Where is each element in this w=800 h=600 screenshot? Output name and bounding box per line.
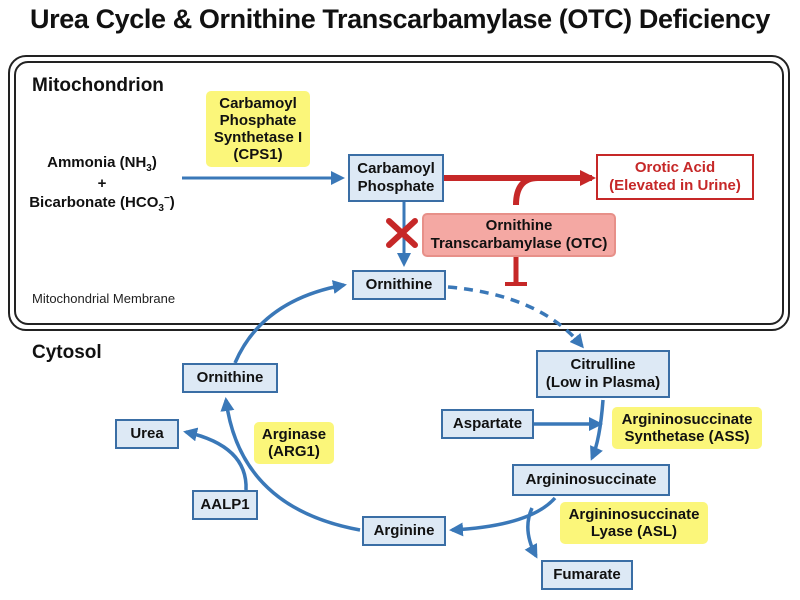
- enzyme-arg1: Arginase (ARG1): [254, 422, 334, 464]
- enzyme-cps1: Carbamoyl Phosphate Synthetase I (CPS1): [206, 91, 310, 167]
- node-carbamoyl-phosphate: Carbamoyl Phosphate: [348, 154, 444, 202]
- node-arginine: Arginine: [362, 516, 446, 546]
- enzyme-ass: Argininosuccinate Synthetase (ASS): [612, 407, 762, 449]
- node-ornithine-mitochondrial: Ornithine: [352, 270, 446, 300]
- node-ornithine-cytosolic: Ornithine: [182, 363, 278, 393]
- page-title: Urea Cycle & Ornithine Transcarbamylase …: [30, 4, 770, 34]
- arrow-ornithine-cyto-to-mito: [233, 280, 347, 364]
- cytosol-label: Cytosol: [32, 342, 102, 363]
- node-aspartate: Aspartate: [441, 409, 534, 439]
- node-aalp1: AALP1: [192, 490, 258, 520]
- node-fumarate: Fumarate: [541, 560, 633, 590]
- mitochondrial-membrane-label: Mitochondrial Membrane: [32, 291, 176, 306]
- arrow-argininosuccinate-to-arginine: [449, 496, 557, 537]
- enzyme-asl: Argininosuccinate Lyase (ASL): [560, 502, 708, 544]
- ammonia-bicarbonate-label: Ammonia (NH3) + Bicarbonate (HCO3−): [22, 154, 182, 218]
- arrow-to-urea: [183, 427, 248, 491]
- x-block-icon: [386, 218, 418, 248]
- arrow-to-orotic-acid: [440, 175, 539, 206]
- node-citrulline: Citrulline (Low in Plasma): [536, 350, 670, 398]
- arrow-to-fumarate: [524, 507, 538, 559]
- arrow-citrulline-to-argininosuccinate: [590, 399, 605, 461]
- mitochondrion-compartment: [8, 55, 790, 331]
- mitochondrion-inner-border: [14, 61, 784, 325]
- bicarbonate-text: Bicarbonate (HCO3−): [29, 193, 175, 214]
- node-urea: Urea: [115, 419, 179, 449]
- node-orotic-acid: Orotic Acid (Elevated in Urine): [596, 154, 754, 200]
- plus-sign: +: [97, 175, 107, 192]
- node-argininosuccinate: Argininosuccinate: [512, 464, 670, 496]
- enzyme-otc: Ornithine Transcarbamylase (OTC): [422, 213, 616, 257]
- arrow-ornithine-to-citrulline: [447, 285, 584, 349]
- arrow-arginine-to-ornithine: [220, 397, 361, 532]
- mitochondrion-label: Mitochondrion: [32, 75, 164, 96]
- ammonia-text: Ammonia (NH3): [47, 154, 157, 174]
